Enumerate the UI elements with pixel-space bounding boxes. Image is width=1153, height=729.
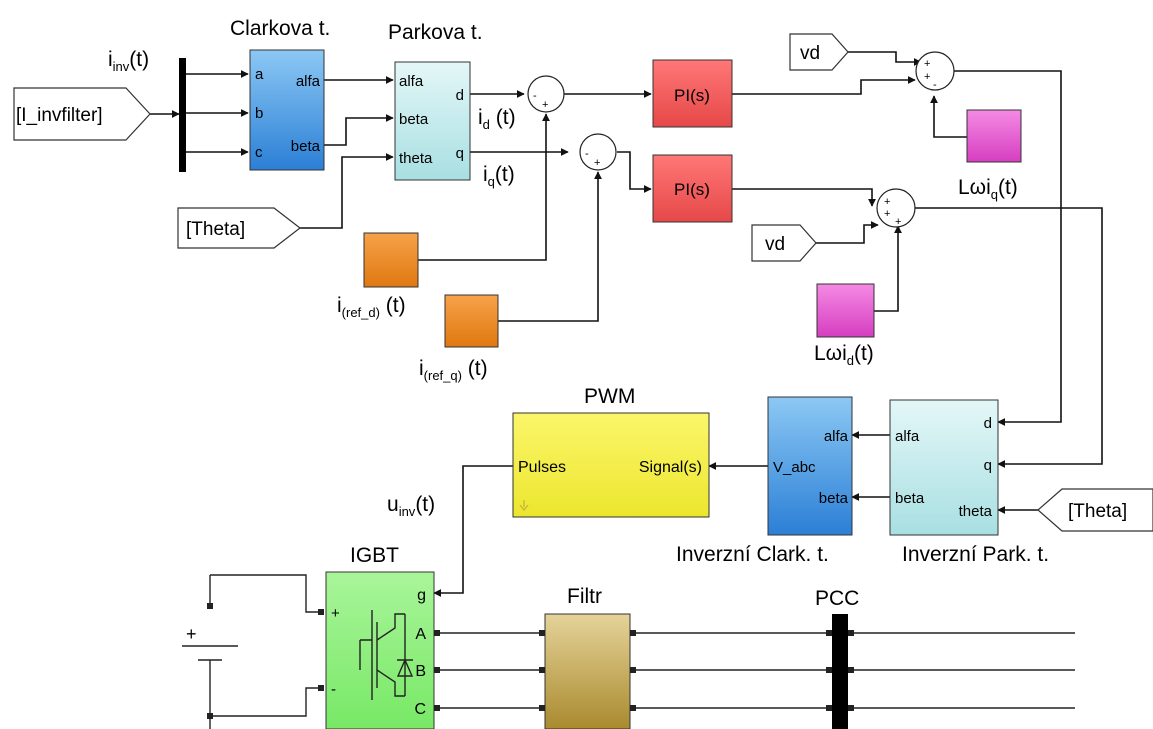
- inv-clarke-title: Inverzní Clark. t.: [676, 543, 829, 566]
- clarke-port-c: c: [255, 144, 263, 161]
- pi-d-label: PI(s): [674, 86, 710, 105]
- label-id: id (t): [478, 106, 516, 132]
- tag-vd-top[interactable]: vd: [789, 33, 849, 71]
- pcc-bus[interactable]: [832, 614, 848, 729]
- sum-block-d[interactable]: - +: [527, 75, 565, 113]
- clarke-port-b: b: [255, 105, 263, 122]
- igbt-port-a: A: [415, 626, 426, 643]
- inv-park-port-d: d: [984, 415, 992, 432]
- tag-theta-in-label: [Theta]: [186, 219, 245, 240]
- park-port-beta: beta: [399, 111, 429, 128]
- igbt-block[interactable]: + - g A B C: [325, 571, 435, 729]
- pi-d-block[interactable]: PI(s): [652, 59, 733, 128]
- igbt-port-minus: -: [331, 681, 336, 698]
- sum4-sign-3: +: [895, 216, 901, 228]
- igbt-title: IGBT: [350, 544, 399, 567]
- inv-clarke-port-beta: beta: [819, 490, 849, 507]
- sum4-sign-1: +: [884, 196, 890, 208]
- inv-park-port-alfa: alfa: [895, 428, 920, 445]
- park-title: Parkova t.: [388, 21, 483, 44]
- tag-i-invfilter-label: [I_invfilter]: [16, 105, 103, 126]
- inv-clarke-port-alfa: alfa: [824, 428, 849, 445]
- sum4-sign-2: +: [884, 208, 890, 220]
- label-lwiq: Lωiq(t): [958, 176, 1018, 202]
- filter-title: Filtr: [567, 585, 602, 608]
- pcc-title: PCC: [815, 587, 859, 610]
- sum1-sign-1: -: [533, 90, 537, 102]
- park-port-theta: theta: [399, 150, 433, 167]
- sum1-sign-2: +: [542, 99, 548, 111]
- pwm-block[interactable]: Pulses Signal(s): [512, 412, 710, 518]
- sum3-sign-1: +: [924, 58, 930, 70]
- sum3-sign-3: -: [933, 79, 937, 91]
- inv-park-title: Inverzní Park. t.: [902, 543, 1049, 566]
- lwid-constant[interactable]: [816, 283, 875, 338]
- tag-vd-mid-label: vd: [765, 234, 785, 255]
- label-iref-q: i(ref_q) (t): [419, 357, 488, 383]
- clarke-port-a: a: [255, 66, 264, 83]
- inv-park-port-beta: beta: [895, 490, 925, 507]
- park-port-alfa: alfa: [399, 73, 424, 90]
- pi-q-block[interactable]: PI(s): [652, 154, 733, 223]
- park-block[interactable]: alfa beta theta d q: [394, 61, 471, 181]
- clarke-block[interactable]: a b c alfa beta: [249, 49, 325, 171]
- signal-wires: [150, 51, 1103, 597]
- pwm-title: PWM: [584, 385, 635, 408]
- clarke-port-beta: beta: [291, 138, 321, 155]
- tag-vd-mid[interactable]: vd: [751, 224, 817, 262]
- pwm-down-arrow-icon: [519, 500, 529, 512]
- label-iref-d: i(ref_d) (t): [337, 294, 406, 320]
- igbt-port-plus: +: [331, 605, 340, 622]
- sum-block-vq[interactable]: + + +: [876, 188, 916, 228]
- power-terminals: [207, 603, 854, 719]
- label-uinv: uinv(t): [387, 493, 435, 519]
- inv-park-port-theta: theta: [959, 503, 993, 520]
- inv-clarke-block[interactable]: alfa beta V_abc: [767, 396, 853, 536]
- clarke-title: Clarkova t.: [230, 17, 330, 40]
- pi-q-label: PI(s): [674, 180, 710, 199]
- inv-clarke-port-vabc: V_abc: [773, 459, 816, 476]
- iref-d-constant[interactable]: [363, 232, 419, 288]
- igbt-symbol-icon: [359, 610, 414, 700]
- lwiq-constant[interactable]: [966, 109, 1022, 163]
- inv-park-port-q: q: [984, 457, 992, 474]
- tag-vd-top-label: vd: [800, 43, 820, 64]
- label-iq: iq(t): [483, 163, 515, 189]
- igbt-port-b: B: [415, 663, 426, 680]
- igbt-port-c: C: [414, 701, 426, 718]
- tag-theta-out[interactable]: [Theta]: [1037, 488, 1153, 532]
- label-lwid: Lωid(t): [814, 342, 874, 368]
- sum-block-q[interactable]: - +: [579, 133, 617, 171]
- igbt-port-g: g: [417, 587, 426, 604]
- power-wires: [182, 574, 1075, 729]
- sum3-sign-2: +: [924, 71, 930, 83]
- battery-plus-sign: +: [186, 624, 197, 644]
- inv-park-block[interactable]: alfa beta d q theta: [889, 399, 999, 536]
- pwm-port-signal: Signal(s): [639, 459, 702, 476]
- clarke-port-alfa: alfa: [296, 73, 321, 90]
- pwm-port-pulses: Pulses: [518, 459, 566, 476]
- tag-i-invfilter[interactable]: [I_invfilter]: [13, 87, 151, 141]
- sum2-sign-1: -: [585, 148, 589, 160]
- park-port-d: d: [456, 87, 464, 104]
- sum2-sign-2: +: [594, 157, 600, 169]
- park-port-q: q: [456, 145, 464, 162]
- tag-theta-out-label: [Theta]: [1068, 501, 1127, 522]
- mux-bar[interactable]: [179, 58, 186, 172]
- iref-q-constant[interactable]: [444, 294, 499, 348]
- sum-block-vd[interactable]: + + -: [915, 51, 955, 91]
- label-iinv: iinv(t): [108, 48, 149, 74]
- tag-theta-in[interactable]: [Theta]: [177, 207, 301, 249]
- filter-block[interactable]: [544, 613, 631, 729]
